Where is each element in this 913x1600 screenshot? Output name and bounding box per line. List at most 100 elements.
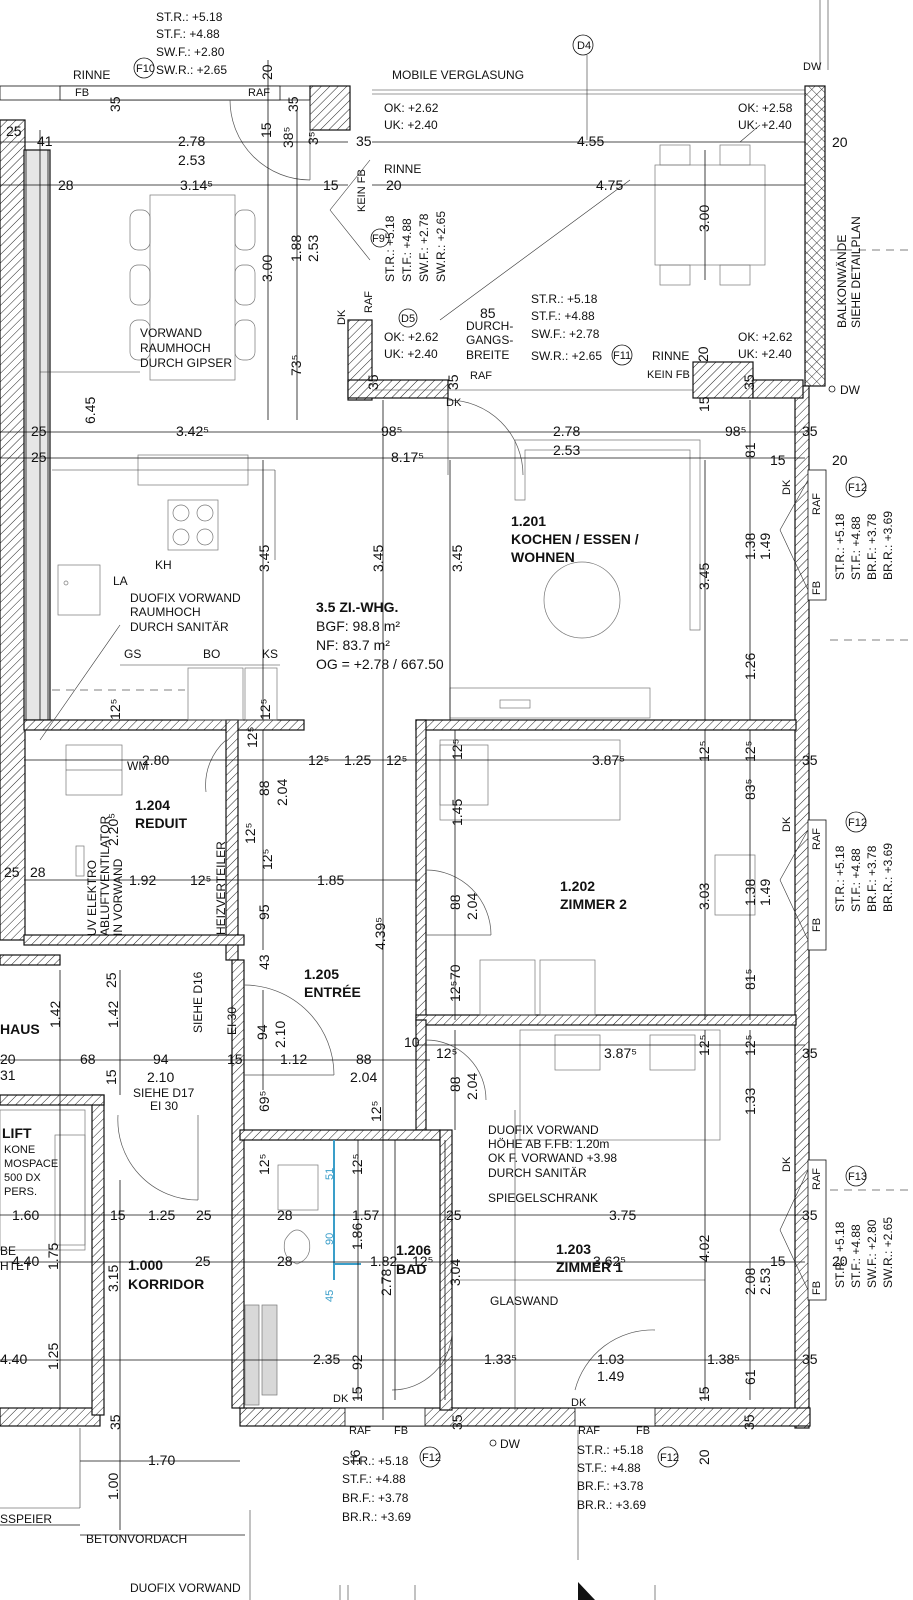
room-id: 1.205 <box>304 966 339 982</box>
svg-text:12⁵: 12⁵ <box>256 1154 272 1175</box>
svg-text:3.87⁵: 3.87⁵ <box>592 752 625 768</box>
svg-text:ST.F.: +4.88: ST.F.: +4.88 <box>531 309 595 323</box>
svg-text:SW.F.: +2.78: SW.F.: +2.78 <box>531 327 600 341</box>
svg-text:D4: D4 <box>577 40 591 52</box>
svg-text:2.04: 2.04 <box>350 1069 377 1085</box>
svg-text:BETONVORDACH: BETONVORDACH <box>86 1532 187 1546</box>
room-name: ZIMMER 2 <box>560 896 627 912</box>
svg-text:BR.F.: +3.78: BR.F.: +3.78 <box>342 1491 409 1505</box>
svg-text:KEIN FB: KEIN FB <box>647 369 690 381</box>
svg-text:RAF: RAF <box>811 828 823 850</box>
svg-text:3.75: 3.75 <box>609 1207 636 1223</box>
svg-text:15: 15 <box>770 1253 786 1269</box>
svg-text:SW.R.: +2.65: SW.R.: +2.65 <box>156 63 227 77</box>
svg-text:HAUS: HAUS <box>0 1021 40 1037</box>
svg-text:RINNE: RINNE <box>384 162 421 176</box>
svg-text:1.00: 1.00 <box>105 1473 121 1500</box>
svg-text:ST.R.: +5.18: ST.R.: +5.18 <box>577 1443 644 1457</box>
room-name: WOHNEN <box>511 549 575 565</box>
svg-text:98⁵: 98⁵ <box>725 423 746 439</box>
svg-text:SW.R.: +2.65: SW.R.: +2.65 <box>531 349 602 363</box>
svg-text:12⁵: 12⁵ <box>696 1035 712 1056</box>
svg-text:1.38: 1.38 <box>742 879 758 906</box>
room-name: ZIMMER 1 <box>556 1259 623 1275</box>
svg-text:DUOFIX VORWAND: DUOFIX VORWAND <box>488 1123 599 1137</box>
svg-text:92: 92 <box>349 1354 365 1370</box>
svg-text:2.10: 2.10 <box>272 1021 288 1048</box>
svg-text:68: 68 <box>80 1051 96 1067</box>
svg-text:20: 20 <box>0 1051 16 1067</box>
svg-text:3.15: 3.15 <box>105 1265 121 1292</box>
svg-text:F12: F12 <box>848 482 867 494</box>
room-id: 1.201 <box>511 513 546 529</box>
svg-text:UK: +2.40: UK: +2.40 <box>738 118 792 132</box>
svg-text:2.78: 2.78 <box>378 1269 394 1296</box>
svg-text:GANGS-: GANGS- <box>466 333 513 347</box>
svg-text:UV ELEKTRO: UV ELEKTRO <box>85 860 99 936</box>
svg-text:15: 15 <box>258 122 274 138</box>
svg-text:1.60: 1.60 <box>12 1207 39 1223</box>
svg-text:BR.R.: +3.69: BR.R.: +3.69 <box>577 1498 646 1512</box>
svg-text:RAF: RAF <box>470 370 492 382</box>
svg-text:DW: DW <box>840 383 861 397</box>
svg-text:FB: FB <box>811 918 823 932</box>
svg-text:31: 31 <box>0 1067 16 1083</box>
svg-text:RINNE: RINNE <box>73 68 110 82</box>
nf-label: NF: 83.7 m² <box>316 637 390 653</box>
svg-text:RAF: RAF <box>811 1168 823 1190</box>
svg-text:BR.F.: +3.78: BR.F.: +3.78 <box>865 845 879 912</box>
svg-text:F9: F9 <box>372 233 385 245</box>
svg-text:4.40: 4.40 <box>0 1351 27 1367</box>
svg-text:DK: DK <box>333 1393 349 1405</box>
svg-text:1.33⁵: 1.33⁵ <box>484 1351 517 1367</box>
svg-text:35: 35 <box>802 752 818 768</box>
svg-text:1.42: 1.42 <box>47 1001 63 1028</box>
svg-text:10: 10 <box>404 1034 420 1050</box>
svg-text:F11: F11 <box>613 350 631 362</box>
svg-text:70: 70 <box>447 964 463 980</box>
svg-text:2.04: 2.04 <box>464 1073 480 1100</box>
svg-text:3.45: 3.45 <box>696 563 712 590</box>
svg-text:12⁵: 12⁵ <box>449 739 465 760</box>
svg-text:DW: DW <box>803 61 822 73</box>
svg-text:F12: F12 <box>422 1452 441 1464</box>
svg-text:3.87⁵: 3.87⁵ <box>604 1045 637 1061</box>
svg-text:DK: DK <box>781 479 793 495</box>
svg-text:12⁵: 12⁵ <box>412 1253 433 1269</box>
svg-text:69⁵: 69⁵ <box>256 1091 272 1112</box>
svg-text:FB: FB <box>394 1425 408 1437</box>
svg-text:8.17⁵: 8.17⁵ <box>391 449 424 465</box>
svg-text:15: 15 <box>110 1207 126 1223</box>
svg-text:35: 35 <box>356 133 372 149</box>
svg-text:BR.F.: +3.78: BR.F.: +3.78 <box>865 513 879 580</box>
svg-text:1.85: 1.85 <box>317 872 344 888</box>
doors <box>117 99 809 1391</box>
room-name: ENTRÉE <box>304 984 361 1000</box>
svg-text:1.57: 1.57 <box>352 1207 379 1223</box>
svg-text:1.42: 1.42 <box>105 1001 121 1028</box>
svg-text:ST.F.: +4.88: ST.F.: +4.88 <box>577 1461 641 1475</box>
svg-text:1.70: 1.70 <box>148 1452 175 1468</box>
svg-text:RAF: RAF <box>578 1425 600 1437</box>
svg-text:28: 28 <box>277 1253 293 1269</box>
svg-text:25: 25 <box>195 1253 211 1269</box>
svg-text:KH: KH <box>155 558 172 572</box>
svg-text:ST.R.: +5.18: ST.R.: +5.18 <box>383 215 397 282</box>
room-name: BAD <box>396 1261 426 1277</box>
svg-text:12⁵: 12⁵ <box>696 741 712 762</box>
svg-text:OK: +2.62: OK: +2.62 <box>384 330 439 344</box>
svg-text:28: 28 <box>58 177 74 193</box>
svg-text:DK: DK <box>571 1397 587 1409</box>
svg-text:1.86: 1.86 <box>349 1223 365 1250</box>
svg-text:3.00: 3.00 <box>696 205 712 232</box>
svg-text:LA: LA <box>113 574 128 588</box>
svg-text:SW.F.: +2.80: SW.F.: +2.80 <box>865 1219 879 1288</box>
bgf-label: BGF: 98.8 m² <box>316 618 400 634</box>
svg-text:4.39⁵: 4.39⁵ <box>372 917 388 950</box>
svg-text:4.75: 4.75 <box>596 177 623 193</box>
svg-text:WM: WM <box>127 759 148 773</box>
svg-text:500 DX: 500 DX <box>4 1172 41 1184</box>
svg-text:ST.R.: +5.18: ST.R.: +5.18 <box>531 292 598 306</box>
